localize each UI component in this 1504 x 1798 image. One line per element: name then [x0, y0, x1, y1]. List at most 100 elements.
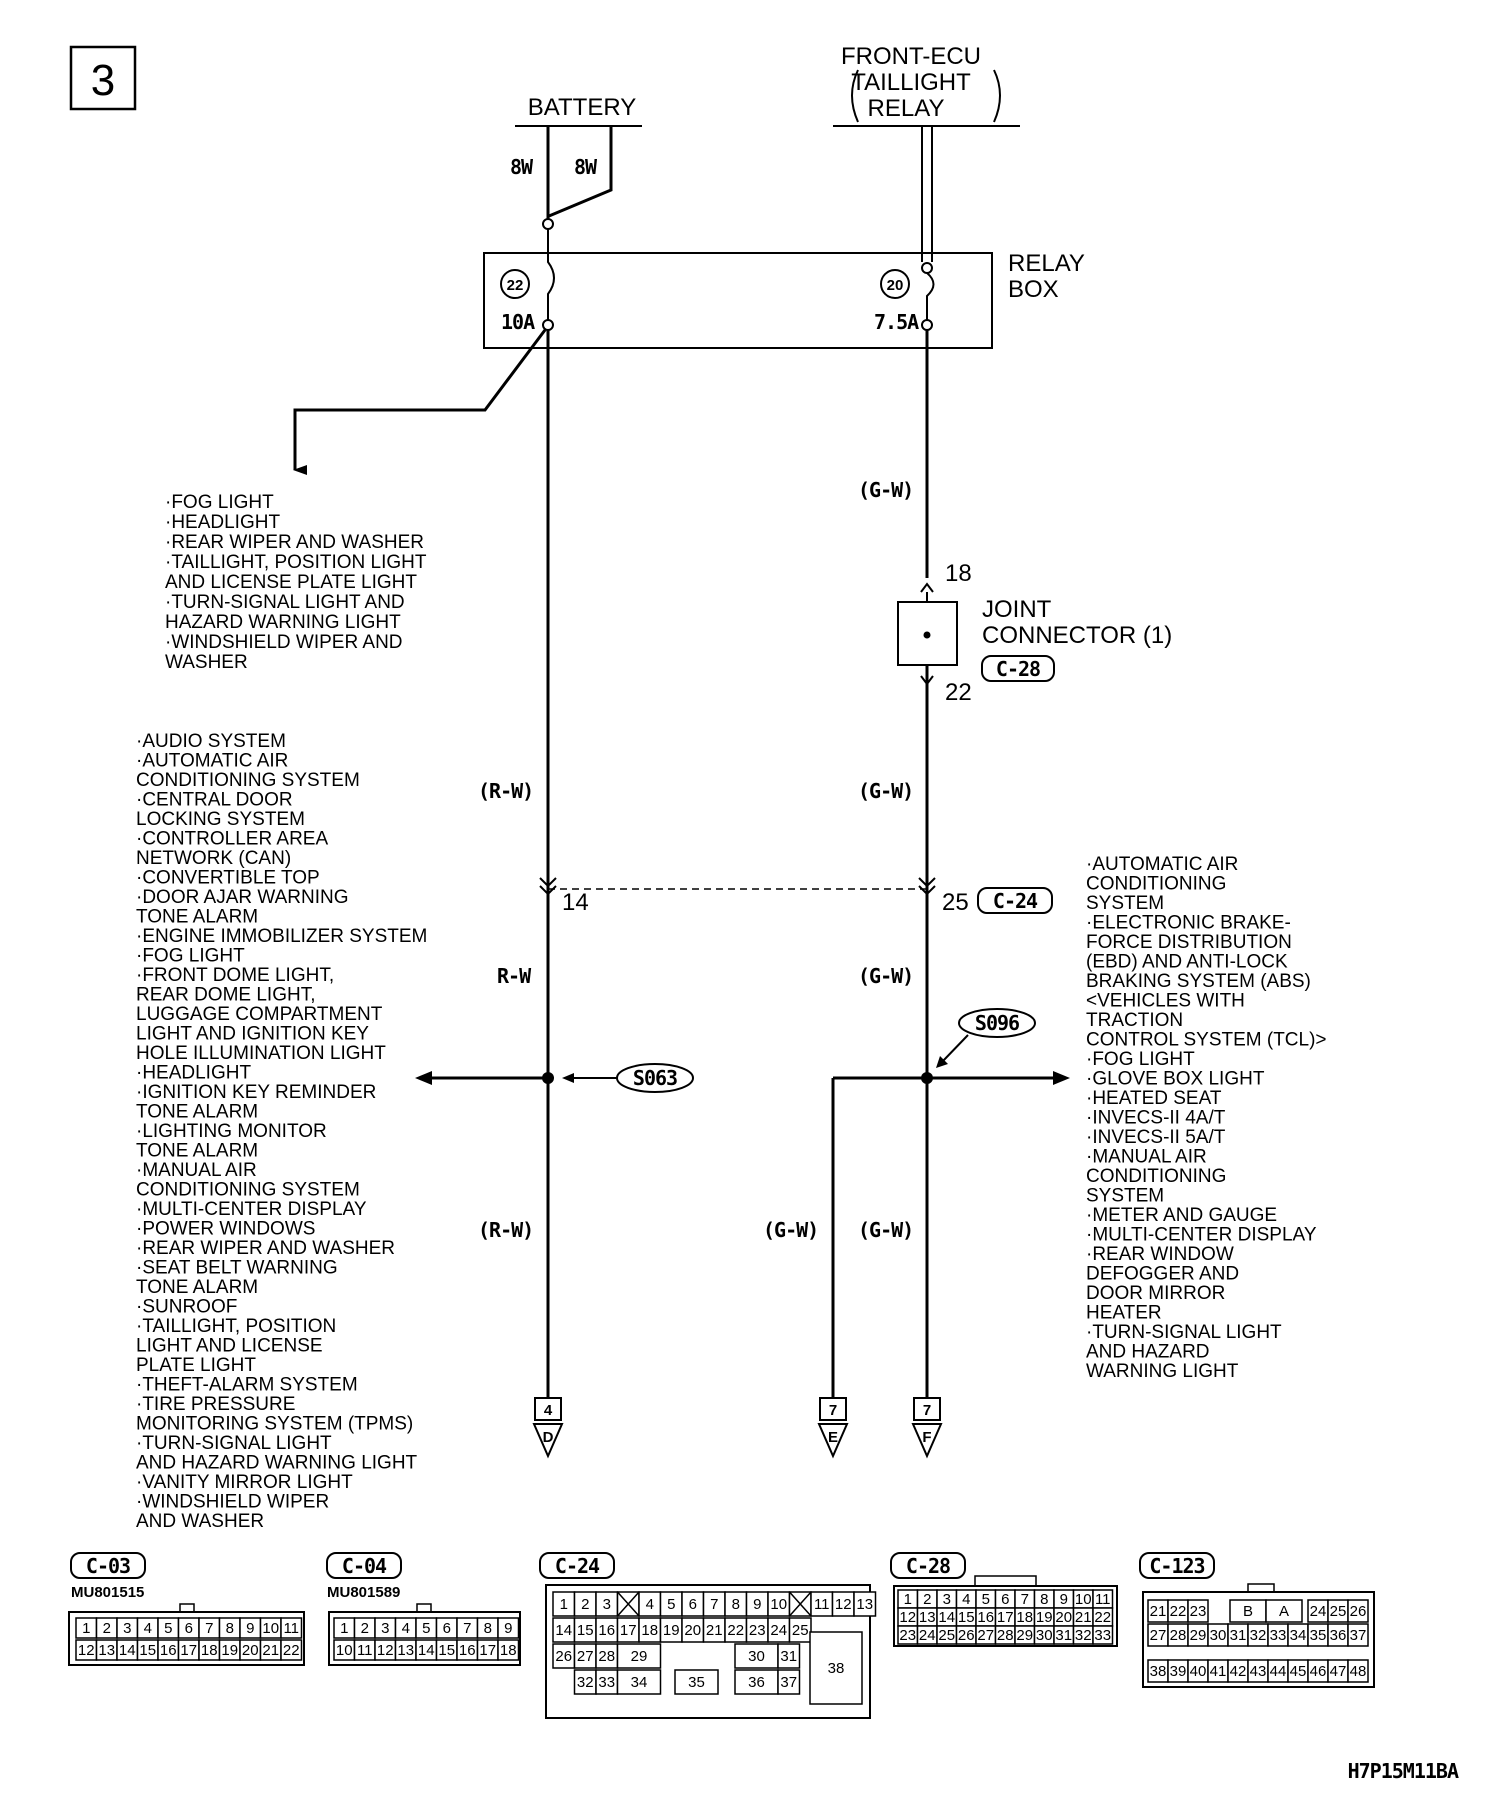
c123-pin: 46 — [1310, 1663, 1327, 1680]
c123-pin: 47 — [1330, 1663, 1347, 1680]
c123-pin: 39 — [1170, 1663, 1187, 1680]
wire-label-gw-1: (G-W) — [858, 478, 913, 502]
c24-pin-right: 25 — [942, 889, 969, 916]
c28-pin: 10 — [1075, 1591, 1092, 1608]
c03-pin: 2 — [103, 1620, 111, 1637]
joint-connector: 18 22 JOINT CONNECTOR (1) C-28 — [897, 560, 1172, 706]
connector-c03-part: MU801515 — [71, 1584, 144, 1601]
c03-cell — [280, 1617, 303, 1639]
page-number-box: 3 — [69, 45, 137, 111]
connector-c04-part: MU801589 — [327, 1584, 400, 1601]
c28-pin: 24 — [919, 1627, 936, 1644]
c28-pin: 29 — [1016, 1627, 1033, 1644]
c28-pin: 28 — [997, 1627, 1014, 1644]
c123-pin: 30 — [1210, 1627, 1227, 1644]
c03-pin: 16 — [160, 1642, 177, 1659]
c24-pin: 8 — [732, 1596, 740, 1613]
c28-pin: 12 — [899, 1609, 916, 1626]
fuse-20-rating: 7.5A — [874, 310, 919, 334]
splice-s063: S063 — [415, 1063, 694, 1093]
c123-pin: B — [1243, 1603, 1253, 1620]
c28-pin: 15 — [958, 1609, 975, 1626]
relay-box-label-1: RELAY — [1008, 250, 1085, 277]
c28-pin: 13 — [919, 1609, 936, 1626]
fuse-20-number: 20 — [887, 277, 904, 294]
c123-pin: 41 — [1210, 1663, 1227, 1680]
c28-cell — [1092, 1625, 1114, 1645]
c24-pin: 38 — [828, 1660, 845, 1677]
c04-pin: 11 — [357, 1642, 373, 1659]
c24-cell — [734, 1669, 779, 1695]
c24-pin: 24 — [770, 1622, 787, 1639]
svg-text:E: E — [828, 1429, 838, 1446]
c123-pin: 21 — [1150, 1603, 1167, 1620]
c04-pin: 9 — [504, 1620, 512, 1637]
c04-pin: 14 — [418, 1642, 435, 1659]
c03-pin: 21 — [262, 1642, 279, 1659]
c03-pin: 9 — [246, 1620, 254, 1637]
c24-pin: 11 — [814, 1596, 830, 1613]
c03-pin: 13 — [98, 1642, 115, 1659]
c24-pin: 30 — [748, 1648, 765, 1665]
joint-connector-code: C-28 — [996, 657, 1040, 681]
output-d[interactable]: 4 D — [532, 1397, 564, 1459]
c04-pin: 15 — [438, 1642, 455, 1659]
front-ecu-label-2: TAILLIGHT — [851, 69, 971, 96]
c04-pin: 2 — [361, 1620, 369, 1637]
c04-pin: 17 — [479, 1642, 496, 1659]
c04-pin: 6 — [443, 1620, 451, 1637]
c123-pin: 24 — [1310, 1603, 1327, 1620]
c28-pin: 19 — [1036, 1609, 1053, 1626]
c04-pin: 1 — [340, 1620, 348, 1637]
joint-label-2: CONNECTOR (1) — [982, 622, 1172, 649]
c123-pin: 28 — [1170, 1627, 1187, 1644]
c28-pin: 8 — [1040, 1591, 1048, 1608]
c24-code: C-24 — [993, 889, 1038, 913]
c24-pin: 21 — [706, 1622, 723, 1639]
output-e[interactable]: 7 E — [817, 1397, 849, 1459]
connector-c24-name: C-24 — [555, 1554, 600, 1578]
c24-pin: 16 — [598, 1622, 615, 1639]
connector-c28-name: C-28 — [906, 1554, 950, 1578]
c24-pin: 22 — [727, 1622, 744, 1639]
c123-pin: 29 — [1190, 1627, 1207, 1644]
c123-pin: 31 — [1230, 1627, 1247, 1644]
c28-pin: 26 — [958, 1627, 975, 1644]
c04-pin: 13 — [397, 1642, 414, 1659]
battery-source: BATTERY 8W 8W — [510, 94, 642, 220]
branch-to-top-list — [293, 329, 547, 475]
c24-pin: 1 — [560, 1596, 568, 1613]
c123-cell — [1265, 1599, 1303, 1623]
c24-pin: 3 — [603, 1596, 611, 1613]
c28-pin: 23 — [899, 1627, 916, 1644]
c24-pin: 4 — [646, 1596, 654, 1613]
c24-pin: 6 — [689, 1596, 697, 1613]
wire-label-gw-5: (G-W) — [763, 1218, 818, 1242]
c03-pin: 10 — [262, 1620, 279, 1637]
c24-pin: 15 — [577, 1622, 594, 1639]
wire-g-w: (G-W) (G-W) (G-W) (G-W) (G-W) — [763, 330, 929, 1398]
c03-pin: 1 — [82, 1620, 90, 1637]
output-f[interactable]: 7 F — [911, 1397, 943, 1459]
page-number: 3 — [91, 56, 115, 105]
c28-pin: 5 — [982, 1591, 990, 1608]
c24-pin: 28 — [598, 1648, 615, 1665]
c24-pin: 12 — [835, 1596, 852, 1613]
c24-pin: 14 — [555, 1622, 572, 1639]
c04-pin: 16 — [459, 1642, 476, 1659]
c03-pin: 7 — [205, 1620, 213, 1637]
c24-pin: 26 — [555, 1648, 572, 1665]
c24-pin-left: 14 — [562, 889, 589, 916]
c28-pin: 2 — [923, 1591, 931, 1608]
wire-label-rw-1: (R-W) — [478, 779, 533, 803]
wire-label-rw-3: (R-W) — [478, 1218, 533, 1242]
svg-text:F: F — [922, 1429, 931, 1446]
c28-pin: 3 — [943, 1591, 951, 1608]
relay-box: RELAY BOX 22 10A 20 7.5A — [483, 218, 1085, 349]
battery-wire-label-2: 8W — [574, 155, 598, 179]
connector-c03-name: C-03 — [86, 1554, 130, 1578]
intermediate-connector: 14 25 C-24 — [539, 877, 1053, 916]
c24-cell — [777, 1669, 801, 1695]
